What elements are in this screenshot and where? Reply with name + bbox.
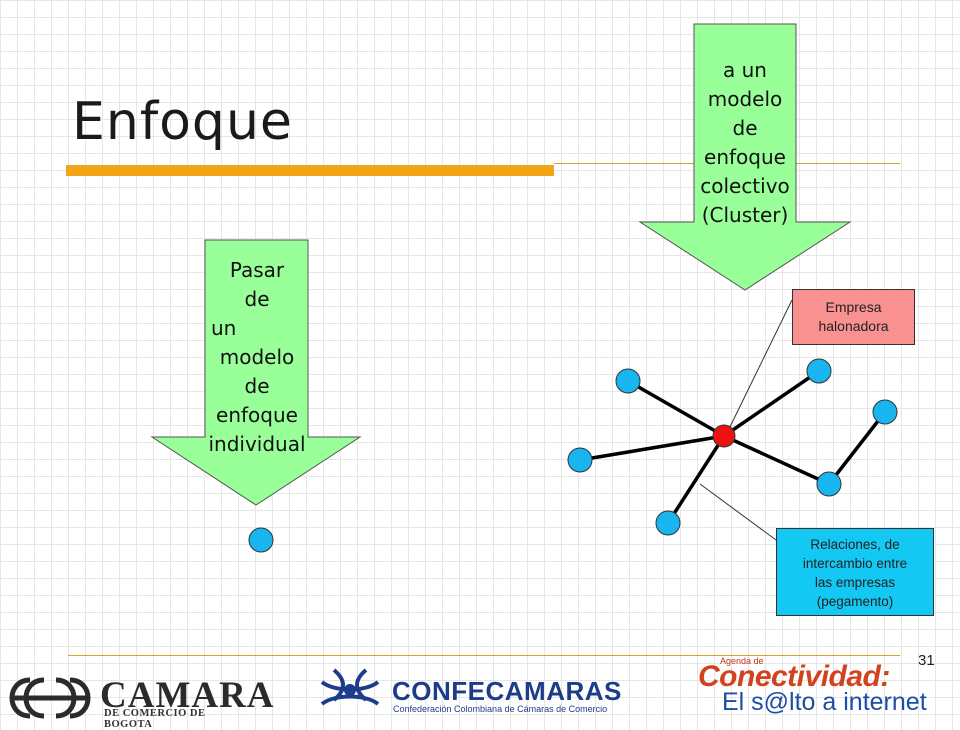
camara-logo-subtitle: DE COMERCIO DE BOGOTA xyxy=(104,708,206,730)
callout-lead-company: Empresa halonadora xyxy=(792,289,915,345)
company-node xyxy=(872,399,898,425)
company-node xyxy=(615,368,641,394)
callout-lead-line: Empresa xyxy=(825,299,882,315)
arrow-right-line: a un xyxy=(723,58,767,82)
confecamaras-logo-subtitle: Confederación Colombiana de Cámaras de C… xyxy=(393,704,608,714)
callout-relations-line: intercambio entre xyxy=(802,556,908,571)
edge-hub-topright xyxy=(723,369,820,438)
arrow-right-line: modelo xyxy=(707,87,783,111)
individual-company-node xyxy=(248,527,274,553)
arrow-left-line: de xyxy=(244,287,270,311)
title-underline-bar xyxy=(66,165,554,176)
arrow-left-line: Pasar xyxy=(229,258,285,282)
footer-rule-line xyxy=(68,655,900,656)
camara-logo: CAMARA DE COMERCIO DE BOGOTA xyxy=(0,672,274,730)
company-node xyxy=(816,471,842,497)
agenda-logo-small: Agenda de xyxy=(720,656,764,666)
arrow-right-line: (Cluster) xyxy=(701,203,789,227)
callout-relations-line: (pegamento) xyxy=(816,594,894,609)
agenda-logo-sub: El s@lto a internet xyxy=(722,688,927,716)
arrow-right-line: colectivo xyxy=(700,174,790,198)
confecamaras-logo-name: CONFECAMARAS xyxy=(392,676,622,706)
arrow-left-line: de xyxy=(244,374,270,398)
arrow-right-shape xyxy=(638,23,852,291)
camara-logo-mark xyxy=(9,677,91,719)
agenda-conectividad-logo: Agenda de Conectividad: El s@lto a inter… xyxy=(692,656,927,718)
callout-relations: Relaciones, de intercambio entre las emp… xyxy=(776,528,934,616)
arrow-right-label: a un modelo de enfoque colectivo (Cluste… xyxy=(694,56,796,230)
company-node xyxy=(806,358,832,384)
callout-lead-line: halonadora xyxy=(818,318,889,334)
company-node xyxy=(655,510,681,536)
slide-title: Enfoque xyxy=(72,92,293,152)
edge-bottomright-farright xyxy=(827,410,887,486)
arrow-right-line: enfoque xyxy=(704,145,786,169)
arrow-right-line: de xyxy=(732,116,758,140)
arrow-left-line: modelo xyxy=(219,345,295,369)
page-number: 31 xyxy=(918,652,935,669)
confecamaras-logo-mark xyxy=(320,668,380,706)
arrow-left-line: individual xyxy=(208,432,306,456)
arrow-left-shape xyxy=(150,239,362,506)
edge-hub-bottom xyxy=(666,435,726,524)
agenda-logo-main: Conectividad: xyxy=(698,660,890,693)
arrow-left-line: un xyxy=(211,316,237,340)
edge-hub-left xyxy=(579,434,725,462)
callout-relations-pointer xyxy=(699,483,777,541)
network-edges xyxy=(579,369,887,524)
arrow-left-line: enfoque xyxy=(216,403,298,427)
callout-relations-line: Relaciones, de xyxy=(810,537,900,552)
callout-relations-line: las empresas xyxy=(814,575,896,590)
hub-company-node xyxy=(712,424,736,448)
edge-hub-bottomright xyxy=(723,434,830,486)
confecamaras-logo: CONFECAMARAS Confederación Colombiana de… xyxy=(318,662,648,718)
arrow-left-label: Pasar de un modelo de enfoque individual xyxy=(205,256,309,459)
callout-lead-pointer xyxy=(726,299,793,434)
edge-hub-topleft xyxy=(627,379,725,438)
camara-logo-name: CAMARA xyxy=(100,675,275,716)
company-node xyxy=(567,447,593,473)
